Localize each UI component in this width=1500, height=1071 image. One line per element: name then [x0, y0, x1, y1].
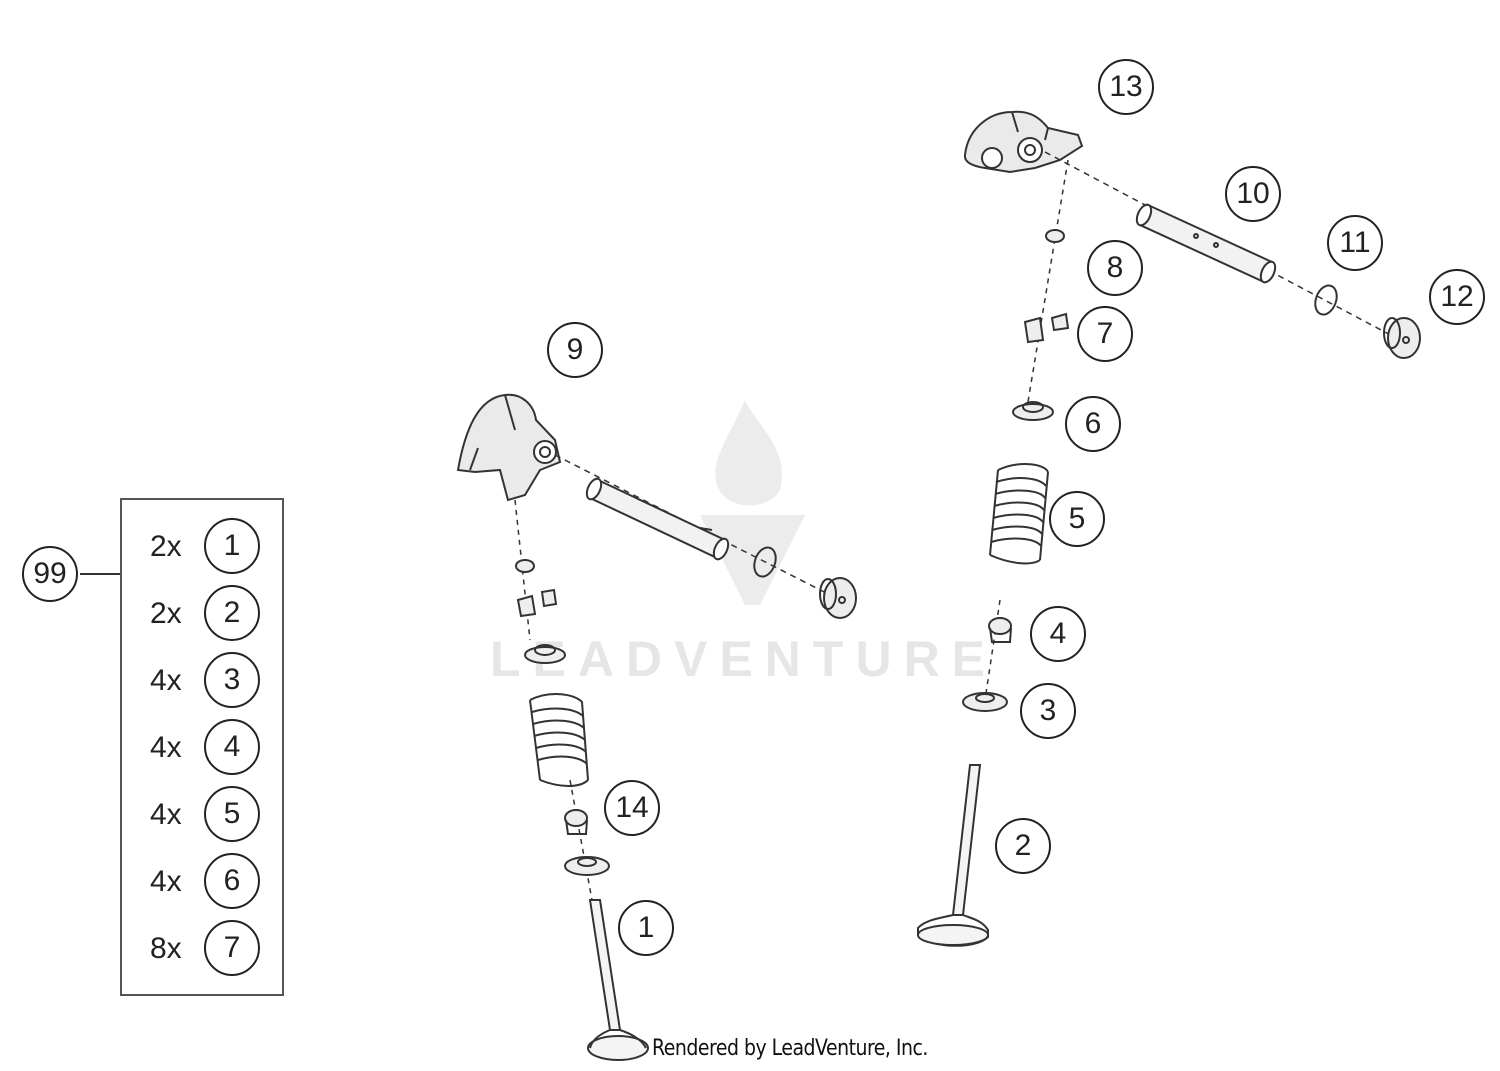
watermark-text: LEADVENTURE [490, 631, 998, 687]
valve-right-icon [917, 764, 989, 947]
kit-ref-callout: 6 [204, 853, 260, 909]
kit-contents-box: 2x 1 2x 2 4x 3 4x 4 4x 5 4x 6 8x 7 [120, 498, 284, 996]
kit-quantity: 2x [150, 597, 182, 630]
callout-1: 1 [618, 900, 674, 956]
plug-left-icon [819, 577, 857, 619]
valve-left-icon [587, 899, 649, 1061]
kit-row: 8x 7 [122, 920, 286, 980]
callout-14: 14 [604, 780, 660, 836]
kit-row: 4x 5 [122, 786, 286, 846]
rocker-arm-left-icon [456, 393, 562, 502]
spring-left-icon [529, 693, 589, 787]
callout-11: 11 [1327, 215, 1383, 271]
valve-cap-right-icon [1045, 229, 1065, 243]
callout-4: 4 [1030, 606, 1086, 662]
callout-3: 3 [1020, 683, 1076, 739]
retainer-right-icon [1012, 401, 1054, 421]
plug-right-icon [1383, 317, 1421, 359]
kit-ref-callout: 5 [204, 786, 260, 842]
spring-right-icon [989, 463, 1049, 565]
kit-ref-callout: 4 [204, 719, 260, 775]
rocker-shaft-right-icon [1135, 203, 1277, 284]
callout-8: 8 [1087, 240, 1143, 296]
kit-quantity: 4x [150, 664, 182, 697]
kit-ref-callout: 3 [204, 652, 260, 708]
collet-right-icon [1023, 312, 1070, 344]
kit-quantity: 4x [150, 865, 182, 898]
kit-ref-callout: 2 [204, 585, 260, 641]
callout-6: 6 [1065, 396, 1121, 452]
callout-9: 9 [547, 322, 603, 378]
callout-2: 2 [995, 818, 1051, 874]
kit-quantity: 2x [150, 530, 182, 563]
ring-right-icon [1314, 284, 1338, 316]
kit-row: 4x 6 [122, 853, 286, 913]
render-credit: Rendered by LeadVenture, Inc. [652, 1036, 928, 1061]
spring-seat-right-icon [962, 692, 1008, 712]
kit-quantity: 4x [150, 798, 182, 831]
callout-99: 99 [22, 546, 78, 602]
ring-left-icon [753, 546, 777, 578]
callout-7: 7 [1077, 306, 1133, 362]
spring-seat-left-icon [564, 856, 610, 876]
callout-10: 10 [1225, 166, 1281, 222]
retainer-left-icon [524, 644, 566, 664]
kit-row: 4x 3 [122, 652, 286, 712]
kit-quantity: 4x [150, 731, 182, 764]
kit-quantity: 8x [150, 932, 182, 965]
seal-right-icon [988, 617, 1012, 643]
seal-left-icon [564, 809, 588, 835]
callout-5: 5 [1049, 491, 1105, 547]
kit-ref-callout: 7 [204, 920, 260, 976]
rocker-arm-right-icon [963, 110, 1084, 174]
kit-row: 2x 1 [122, 518, 286, 578]
callout-13: 13 [1098, 59, 1154, 115]
collet-left-icon [516, 588, 558, 618]
kit-ref-callout: 1 [204, 518, 260, 574]
kit-row: 4x 4 [122, 719, 286, 779]
valve-cap-left-icon [515, 559, 535, 573]
rocker-shaft-left-icon [585, 477, 730, 561]
callout-12: 12 [1429, 269, 1485, 325]
kit-row: 2x 2 [122, 585, 286, 645]
